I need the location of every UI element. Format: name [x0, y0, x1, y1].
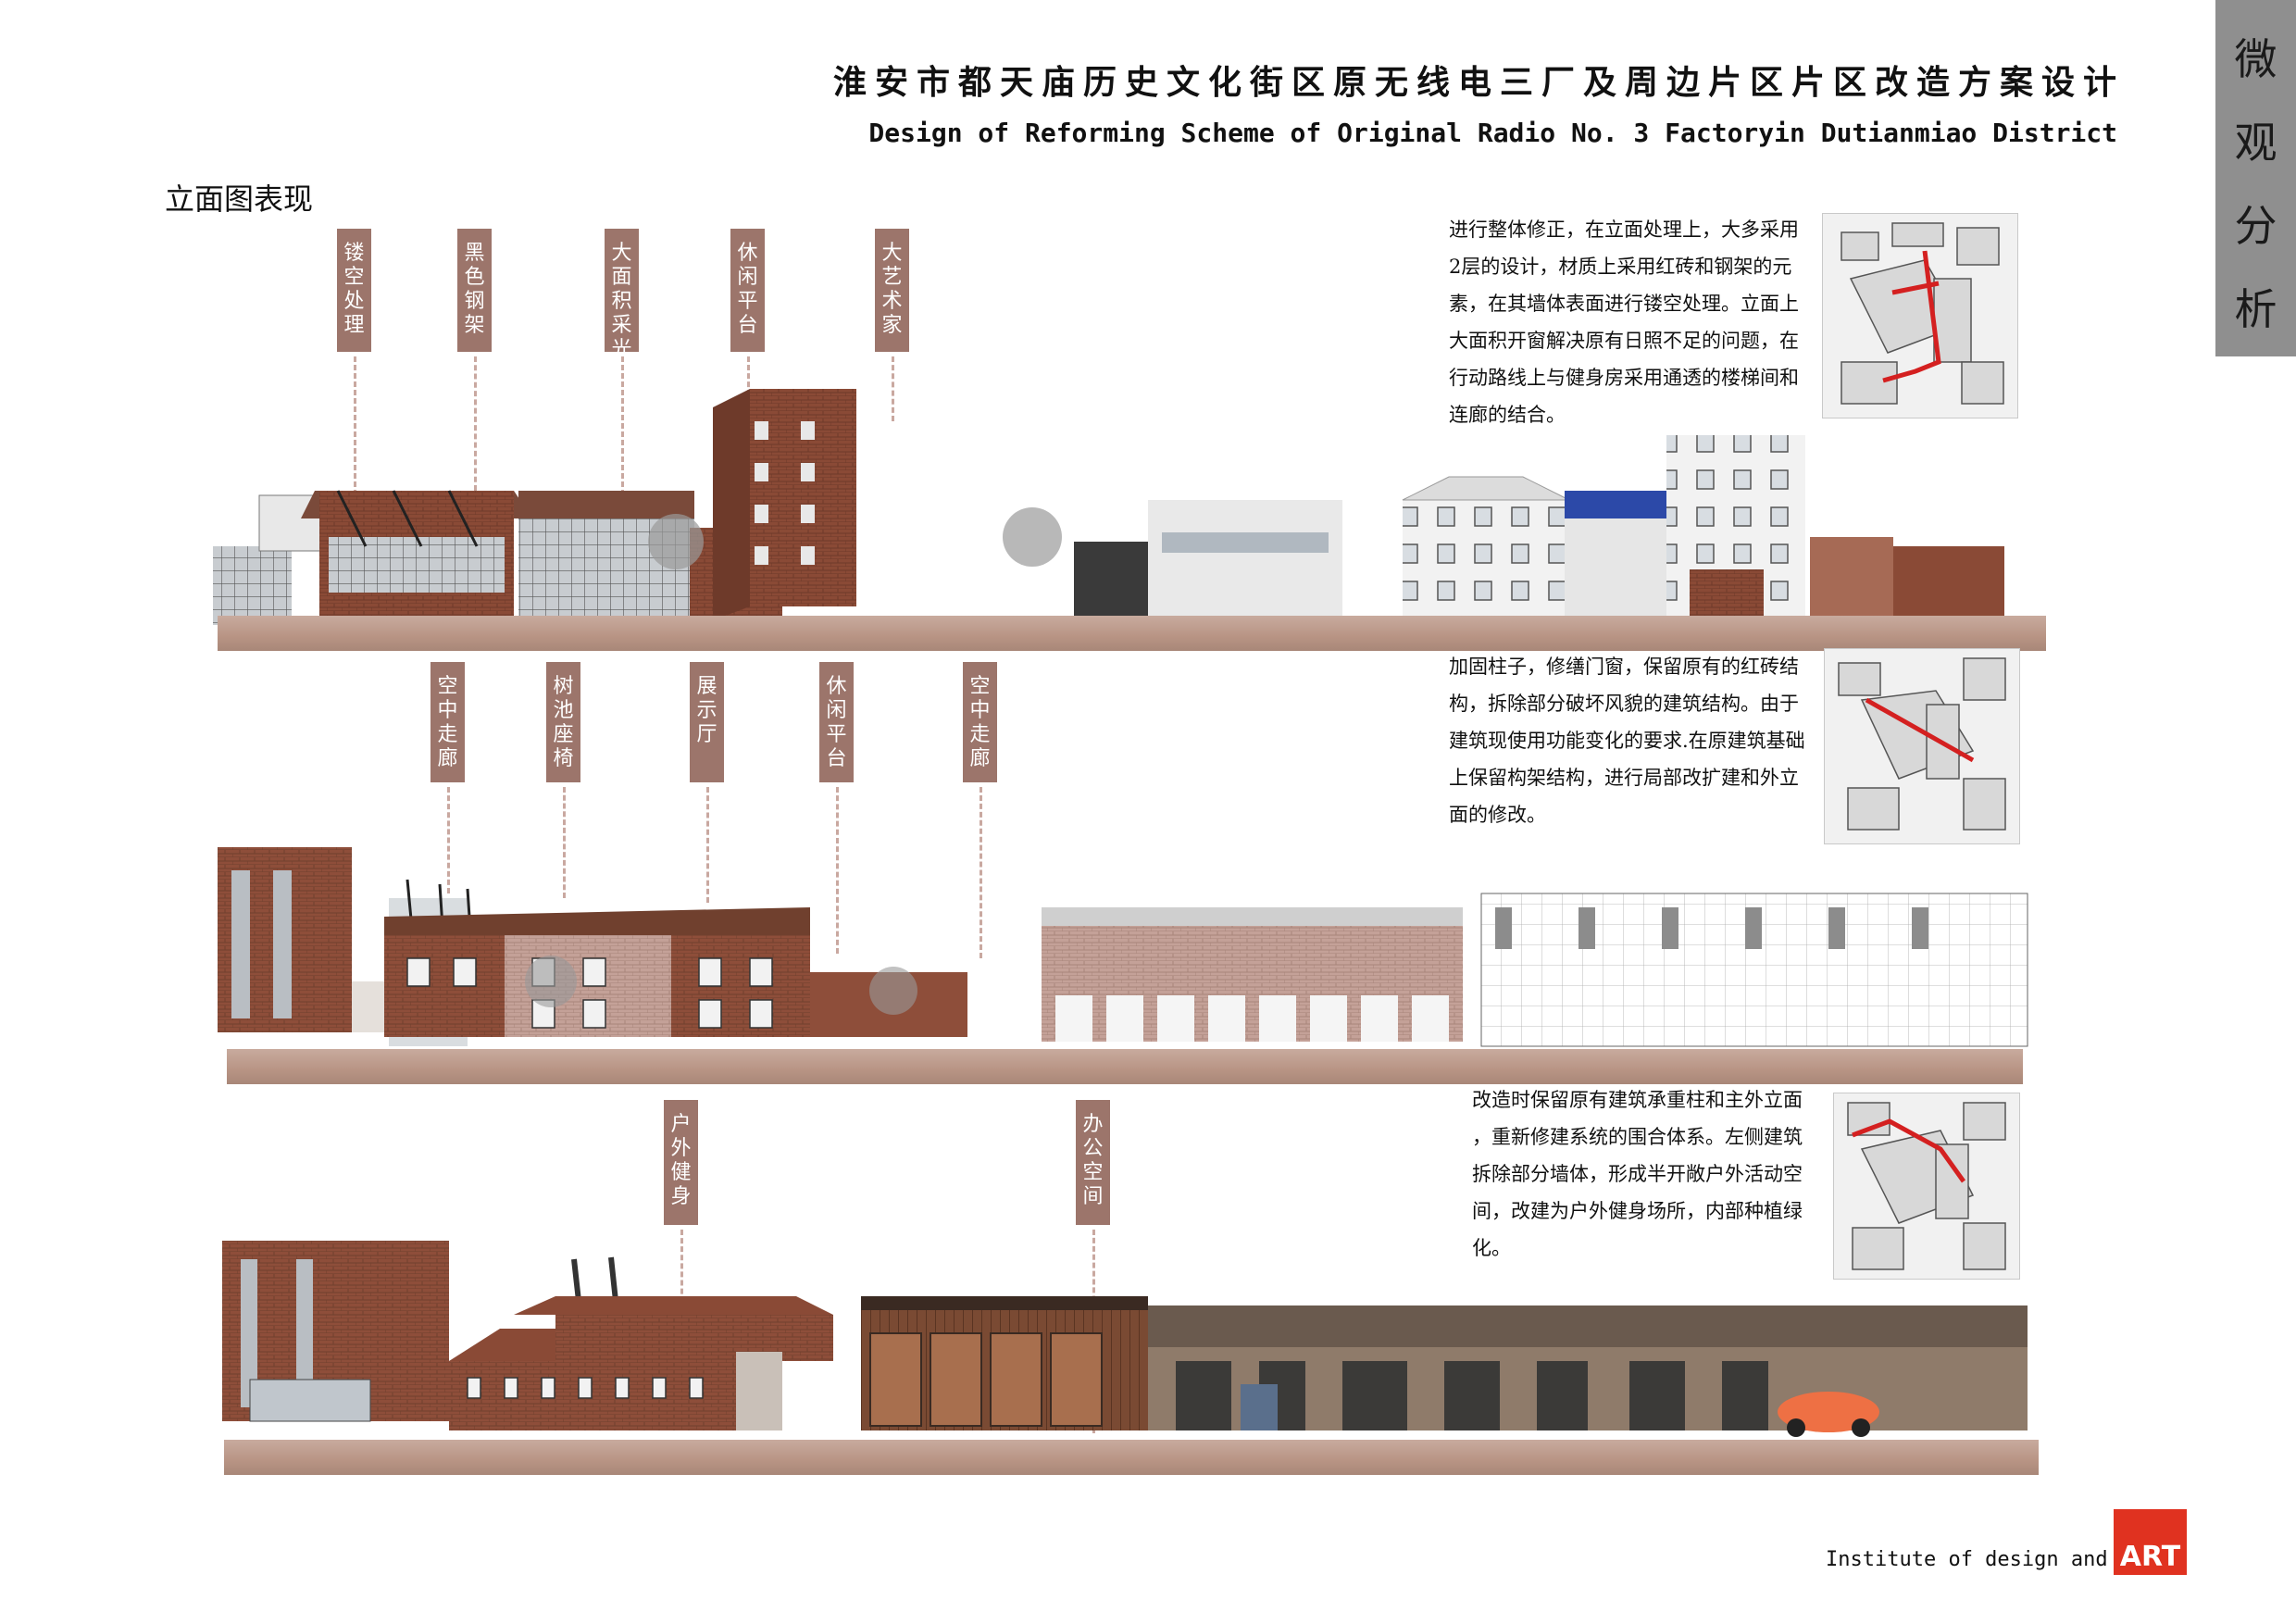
callout-label: 休闲平台 — [730, 229, 765, 352]
footer-institute: Institute of design and art — [1826, 1548, 2157, 1571]
description-row-2: 加固柱子，修缮门窗，保留原有的红砖结 构，拆除部分破坏风貌的建筑结构。由于 建筑… — [1449, 648, 1805, 833]
elevation-drawing-row-3 — [222, 1241, 2028, 1437]
description-line: 连廊的结合。 — [1449, 404, 1566, 426]
ground-strip — [224, 1440, 2039, 1475]
callout-line — [474, 356, 477, 491]
callout-label: 空中走廊 — [963, 662, 997, 782]
description-line: 行动路线上与健身房采用通透的楼梯间和 — [1449, 367, 1799, 389]
description-line: 建筑现使用功能变化的要求.在原建筑基础 — [1449, 730, 1805, 752]
description-row-1: 进行整体修正，在立面处理上，大多采用 2层的设计，材质上采用红砖和钢架的元 素，… — [1449, 211, 1799, 433]
callout-line — [447, 787, 450, 893]
callout-line — [354, 356, 356, 495]
callout-line — [836, 787, 839, 954]
callout-label: 空中走廊 — [430, 662, 465, 782]
callout-label: 大艺术家 — [875, 229, 909, 352]
art-logo: ART — [2114, 1509, 2187, 1575]
description-line: ，重新修建系统的围合体系。左侧建筑 — [1472, 1126, 1803, 1148]
site-map-row-2 — [1824, 648, 2020, 844]
route-marker — [1852, 1118, 1966, 1183]
description-line: 进行整体修正，在立面处理上，大多采用 — [1449, 219, 1799, 241]
site-map-row-1 — [1822, 213, 2018, 418]
callout-line — [706, 787, 709, 903]
route-marker — [1882, 250, 1941, 383]
page-title-en: Design of Reforming Scheme of Original R… — [868, 118, 2117, 148]
callout-label: 黑色钢架 — [457, 229, 492, 352]
callout-line — [621, 356, 624, 495]
side-tab-char: 微 — [2234, 34, 2277, 84]
elevation-drawing-row-1 — [213, 389, 2004, 625]
description-line: 2层的设计，材质上采用红砖和钢架的元 — [1449, 256, 1792, 278]
callout-label: 展示厅 — [690, 662, 724, 782]
callout-line — [980, 787, 982, 958]
side-tab-char: 析 — [2234, 284, 2277, 334]
ground-strip — [218, 616, 2046, 651]
route-marker — [1865, 697, 1975, 763]
description-line: 素，在其墙体表面进行镂空处理。立面上 — [1449, 293, 1799, 315]
side-tab: 微 观 分 析 — [2215, 0, 2296, 356]
side-tab-char: 观 — [2234, 118, 2277, 168]
callout-line — [563, 787, 566, 898]
description-line: 大面积开窗解决原有日照不足的问题，在 — [1449, 330, 1799, 352]
side-tab-char: 分 — [2234, 201, 2277, 251]
callout-line — [892, 356, 894, 421]
callout-label: 树池座椅 — [546, 662, 580, 782]
section-title: 立面图表现 — [165, 181, 314, 217]
elevation-drawing-row-2 — [218, 847, 2028, 1047]
art-logo-text: ART — [2119, 1541, 2181, 1573]
callout-label: 休闲平台 — [819, 662, 854, 782]
ground-strip — [227, 1049, 2023, 1084]
site-map-row-3 — [1833, 1093, 2020, 1280]
description-line: 改造时保留原有建筑承重柱和主外立面 — [1472, 1089, 1803, 1111]
callout-label: 镂空处理 — [337, 229, 371, 352]
description-line: 面的修改。 — [1449, 804, 1546, 826]
callout-label: 户外健身 — [664, 1100, 698, 1225]
description-line: 构，拆除部分破坏风貌的建筑结构。由于 — [1449, 693, 1799, 715]
description-line: 上保留构架结构，进行局部改扩建和外立 — [1449, 767, 1799, 789]
callout-label: 办公空间 — [1076, 1100, 1110, 1225]
description-line: 加固柱子，修缮门窗，保留原有的红砖结 — [1449, 656, 1799, 678]
description-row-3: 改造时保留原有建筑承重柱和主外立面 ，重新修建系统的围合体系。左侧建筑 拆除部分… — [1472, 1081, 1803, 1267]
page-title-cn: 淮安市都天庙历史文化街区原无线电三厂及周边片区片区改造方案设计 — [832, 64, 2125, 102]
description-line: 化。 — [1472, 1237, 1511, 1259]
callout-label: 大面积采光 — [605, 229, 639, 361]
description-line: 拆除部分墙体，形成半开敞户外活动空 — [1472, 1163, 1803, 1185]
description-line: 间，改建为户外健身场所，内部种植绿 — [1472, 1200, 1803, 1222]
